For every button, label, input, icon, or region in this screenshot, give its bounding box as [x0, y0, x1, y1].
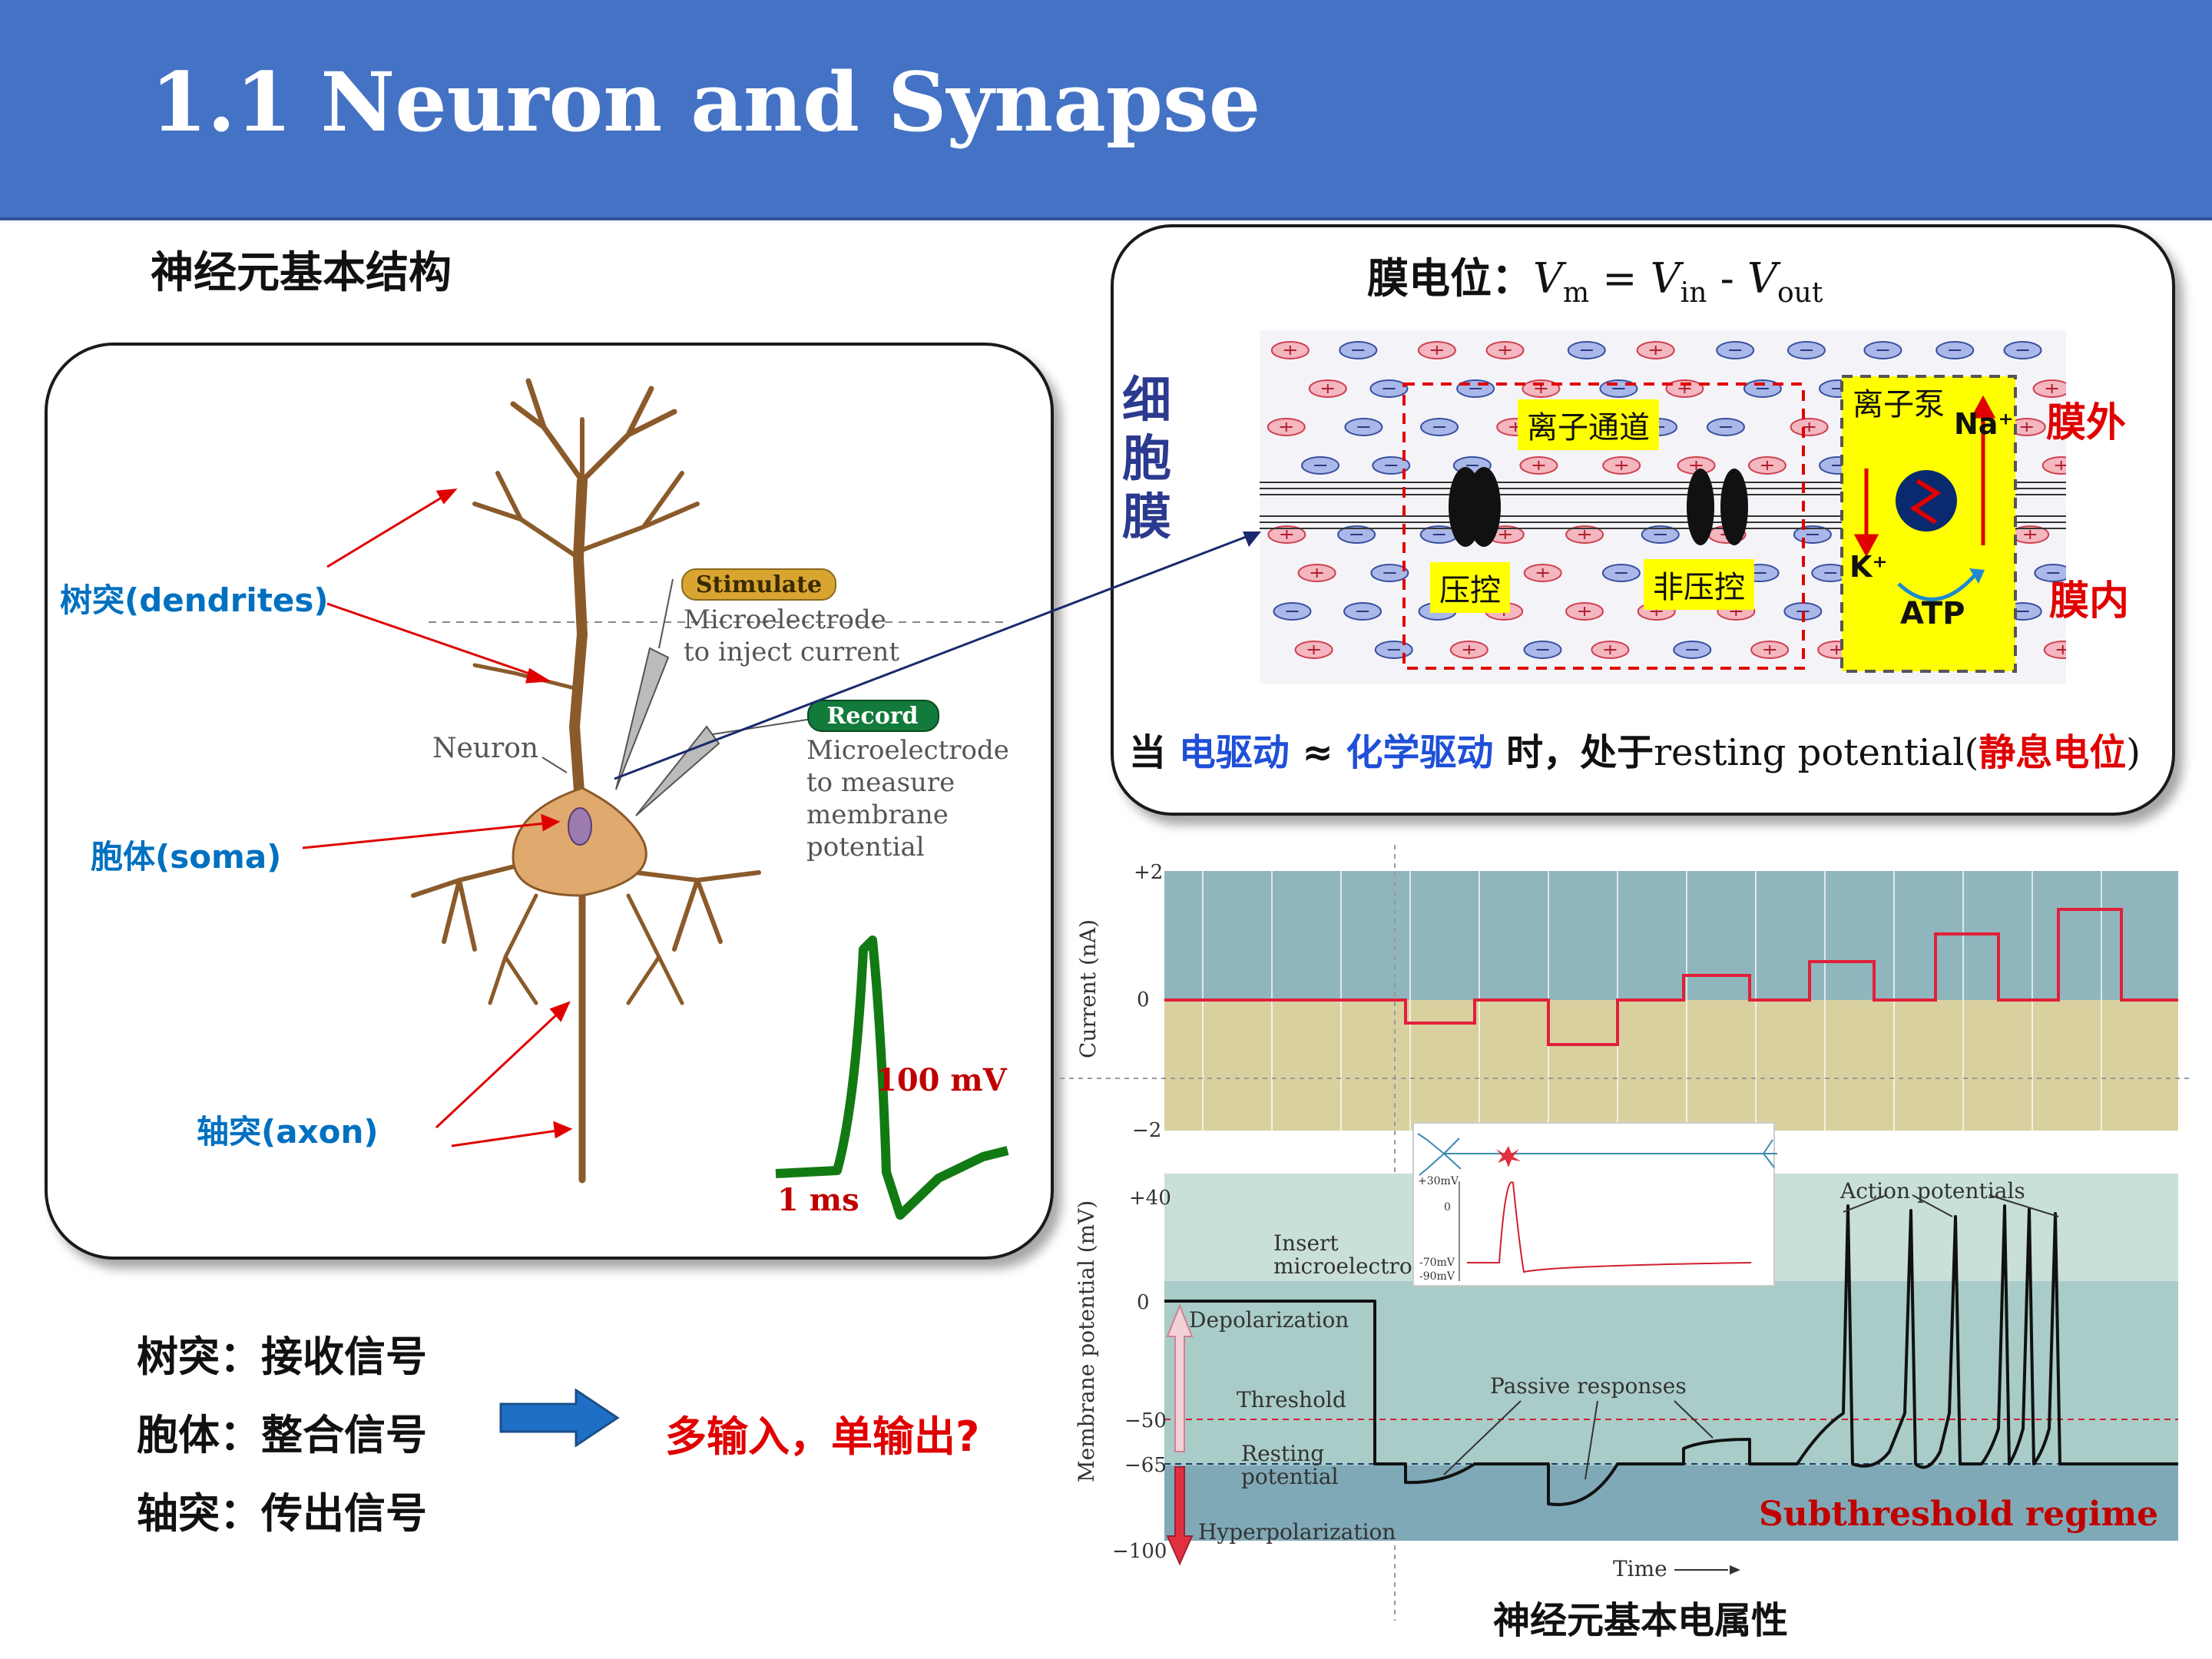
inset-tick-minus90: -90mV [1419, 1270, 1455, 1283]
resting-potential-caption: 当 电驱动 ≈ 化学驱动 时，处于resting potential(静息电位) [1129, 731, 2141, 774]
header-bar [0, 0, 2212, 220]
pump-arrows [1853, 395, 1996, 558]
subthreshold-label: Subthreshold regime [1759, 1495, 2158, 1534]
label-arrows [302, 488, 573, 1147]
inset-neuron-icon [1417, 1133, 1777, 1176]
label-soma: 胞体(soma) [91, 838, 282, 876]
passive-label: Passive responses [1490, 1373, 1687, 1399]
membrane-illustration [1260, 330, 2066, 684]
inset-tick-minus70: -70mV [1419, 1257, 1455, 1269]
mp-axis-label: Membrane potential (mV) [1074, 1200, 1099, 1482]
electrophysiology-figure: +2 0 −2 Current (nA) +40 0 −50 −65 −100 … [1060, 845, 2189, 1621]
cation-particle [2041, 456, 2066, 475]
current-tick-minus2: −2 [1132, 1119, 1161, 1142]
stimulate-text-2: to inject current [684, 637, 899, 667]
pointer-arrow [614, 531, 1261, 780]
record-text-3: membrane [806, 800, 949, 830]
record-text-2: to measure [806, 767, 955, 798]
function-axon: 轴突：传出信号 [137, 1489, 427, 1538]
non-voltage-gated-label: 非压控 [1644, 559, 1754, 610]
current-tick-0: 0 [1137, 988, 1150, 1012]
mp-tick-minus100: −100 [1112, 1540, 1167, 1563]
cation-particle [2043, 641, 2066, 659]
inset-tick-plus30: +30mV [1418, 1175, 1459, 1187]
inset-figure [1412, 1122, 1775, 1286]
current-tick-plus2: +2 [1134, 861, 1163, 884]
question-multi-input: 多输入，单输出? [665, 1412, 980, 1461]
potassium-label: K⁺ [1849, 550, 1888, 584]
mp-tick-minus50: −50 [1124, 1409, 1167, 1432]
inset-tick-0: 0 [1444, 1201, 1451, 1214]
stimulate-badge [681, 568, 836, 601]
function-soma: 胞体：整合信号 [137, 1411, 427, 1459]
spike-amplitude: 100 mV [876, 1062, 1008, 1098]
outside-label: 膜外 [2046, 400, 2127, 446]
insert-label-2: microelectrode [1273, 1253, 1439, 1279]
action-potential-trace [775, 935, 1009, 1220]
record-electrode [635, 725, 720, 816]
page-title: 1.1 Neuron and Synapse [151, 54, 1261, 150]
cell-membrane-label: 细胞膜 [1122, 373, 1171, 546]
mp-tick-plus40: +40 [1129, 1187, 1171, 1210]
section-title-structure: 神经元基本结构 [151, 248, 452, 298]
stimulus-star-icon [1496, 1146, 1521, 1167]
threshold-label: Threshold [1237, 1387, 1346, 1412]
record-badge [807, 700, 939, 732]
depolarization-label: Depolarization [1189, 1307, 1349, 1333]
function-dendrite: 树突：接收信号 [137, 1333, 427, 1381]
nucleus [568, 807, 592, 846]
label-axon: 轴突(axon) [197, 1113, 379, 1151]
sodium-label: Na⁺ [1954, 407, 2014, 441]
insert-label-1: Insert [1273, 1230, 1339, 1256]
right-arrow-icon [499, 1389, 620, 1447]
spike-time: 1 ms [777, 1182, 859, 1218]
stimulate-badge-text: Stimulate [696, 571, 822, 598]
stimulate-text-1: Microelectrode [684, 604, 886, 635]
current-trace [1164, 908, 2178, 1046]
mp-tick-0: 0 [1137, 1291, 1150, 1314]
atp-label: ATP [1900, 596, 1965, 631]
ion-pump-label: 离子泵 [1853, 387, 1945, 422]
depolarization-arrow [1166, 1303, 1194, 1452]
inside-label: 膜内 [2049, 578, 2130, 624]
time-label: Time [1613, 1556, 1667, 1581]
hyperpolarization-arrow [1166, 1466, 1194, 1566]
neuron-drawing [411, 378, 761, 1184]
resting-label-2: potential [1241, 1464, 1339, 1489]
resting-label-1: Resting [1241, 1441, 1324, 1466]
label-dendrites: 树突(dendrites) [60, 581, 329, 619]
stimulate-electrode [615, 647, 670, 790]
membrane-potential-formula: 膜电位：Vm = Vin - Vout [1367, 254, 1823, 309]
channel-proteins [1449, 467, 1748, 547]
membrane-potential-trace [1164, 1204, 2178, 1506]
current-axis-label: Current (nA) [1075, 919, 1101, 1058]
action-potentials-label: Action potentials [1839, 1178, 2025, 1204]
neuron-label: Neuron [432, 733, 538, 764]
record-badge-text: Record [826, 703, 918, 730]
hyperpolarization-label: Hyperpolarization [1198, 1519, 1396, 1545]
record-text-1: Microelectrode [806, 735, 1009, 766]
ion-channel-box [1402, 382, 1805, 670]
mp-tick-minus65: −65 [1124, 1454, 1167, 1477]
traces-caption: 神经元基本电属性 [1493, 1599, 1789, 1642]
ion-channel-label: 离子通道 [1518, 399, 1659, 450]
inset-trace [1467, 1181, 1752, 1273]
neuron-figure: Stimulate Microelectrode to inject curre… [302, 378, 1009, 1220]
atp-arrow [1897, 573, 1977, 601]
record-text-4: potential [806, 832, 925, 863]
voltage-gated-label: 压控 [1430, 562, 1510, 613]
